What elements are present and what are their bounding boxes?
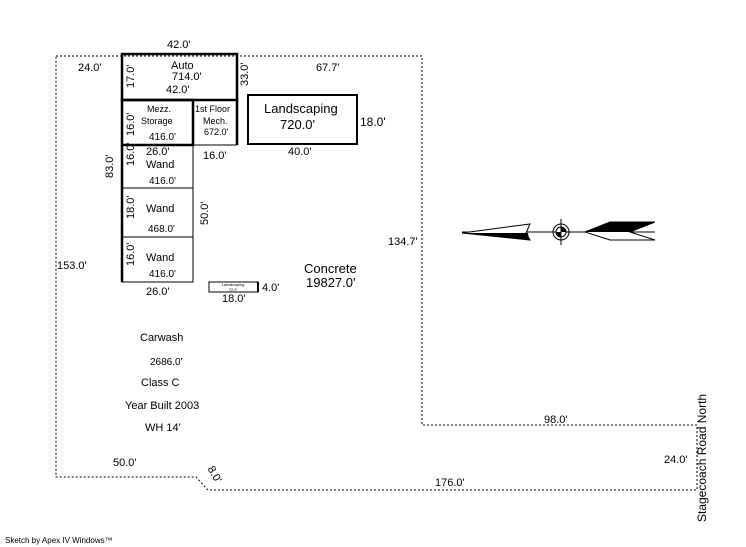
mezz-area-value: 416.0': [149, 132, 176, 143]
info-wall-height: WH 14': [145, 422, 181, 434]
landscaping-bottom-dim: 40.0': [288, 146, 312, 158]
building-right-dim: 50.0': [199, 201, 211, 225]
small-landscaping-right-dim: 4.0': [262, 282, 279, 294]
info-area: 2686.0': [150, 357, 183, 368]
auto-top-dim: 42.0': [167, 39, 191, 51]
landscaping-label: Landscaping: [264, 101, 338, 116]
auto-label: Auto: [171, 60, 194, 72]
mezz-label: Storage: [141, 116, 173, 126]
lot-dim: 153.0': [57, 260, 87, 272]
wand3-label: Wand: [146, 252, 174, 264]
mezz-left-dim: 16.0': [125, 112, 137, 136]
auto-left-dim: 17.0': [125, 64, 137, 88]
lot-dim: 134.7': [388, 236, 418, 248]
info-class: Class C: [141, 377, 180, 389]
lot-dim: 67.7': [316, 62, 340, 74]
north-arrow-icon: [461, 219, 656, 245]
landscaping-right-dim: 18.0': [360, 115, 386, 129]
info-name: Carwash: [140, 332, 183, 344]
lot-dim: 176.0': [435, 477, 465, 489]
wand1-top-dim: 26.0': [146, 146, 170, 158]
road-label: Stagecoach Road North: [695, 394, 709, 522]
lot-dim: 24.0': [78, 62, 102, 74]
small-landscaping-area-value: 72.0': [229, 287, 238, 292]
auto-area-value: 714.0': [172, 71, 202, 83]
wand2-label: Wand: [146, 203, 174, 215]
lot-dim: 8.0': [205, 464, 224, 485]
wand1-label: Wand: [146, 159, 174, 171]
building-left-dim: 83.0': [104, 154, 116, 178]
lot-boundary: [55, 55, 698, 491]
mech-bottom-dim: 16.0': [203, 150, 227, 162]
mezz-label: Mezz.: [147, 104, 171, 114]
concrete-label: Concrete: [304, 261, 357, 276]
landscaping-area: [247, 94, 358, 145]
mech-area-value: 672.0': [204, 127, 229, 137]
concrete-area-value: 19827.0': [306, 275, 355, 290]
wand1-area-value: 416.0': [149, 176, 176, 187]
lot-dim: 24.0': [664, 454, 688, 466]
auto-bottom-dim: 42.0': [166, 84, 190, 96]
wand2-area-value: 468.0': [148, 224, 175, 235]
lot-dim: 98.0': [544, 414, 568, 426]
footer-credit: Sketch by Apex IV Windows™: [5, 536, 113, 545]
small-landscaping-bottom-dim: 18.0': [222, 293, 246, 305]
mech-label: 1st Floor: [195, 104, 230, 114]
info-year-built: Year Built 2003: [125, 400, 199, 412]
auto-right-dim: 33.0': [239, 62, 251, 86]
lot-dim: 50.0': [113, 457, 137, 469]
wand3-area-value: 416.0': [149, 269, 176, 280]
wand1-left-dim: 16.0': [125, 142, 137, 166]
small-landscaping-label: Landscaping: [222, 282, 245, 287]
wand3-bottom-dim: 26.0': [146, 286, 170, 298]
landscaping-area-value: 720.0': [280, 117, 315, 132]
wand3-left-dim: 16.0': [125, 242, 137, 266]
mech-label: Mech.: [203, 116, 228, 126]
wand2-left-dim: 18.0': [125, 195, 137, 219]
